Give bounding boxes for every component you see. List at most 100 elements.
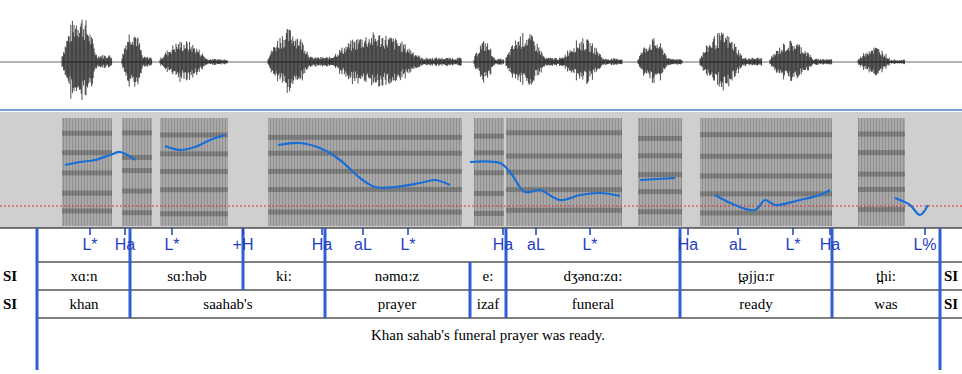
voiced-region (506, 118, 622, 226)
formant-band (268, 135, 462, 140)
formant-band (474, 170, 504, 175)
tone-label: L* (582, 237, 597, 253)
formant-band (638, 209, 682, 214)
gloss-label: izaf (477, 297, 499, 312)
tier-name: SI (944, 297, 958, 312)
spectrogram (0, 112, 962, 228)
tone-tick (171, 228, 173, 235)
tone-label: L* (400, 237, 415, 253)
formant-band (62, 191, 112, 196)
tone-tick (589, 228, 591, 235)
formant-band (506, 130, 622, 135)
voiced-region (160, 118, 228, 226)
voiced-region (858, 118, 905, 226)
formant-band (160, 211, 228, 216)
phonetic-label: xɑ:n (70, 269, 97, 284)
tone-tick (924, 228, 926, 235)
tone-label: aL (729, 237, 747, 253)
formant-band (700, 132, 832, 137)
voiced-region (268, 118, 462, 226)
formant-band (638, 189, 682, 194)
formant-band (506, 208, 622, 213)
formant-band (638, 153, 682, 158)
tone-tick (502, 228, 504, 235)
phonetic-label: t̪hi: (876, 269, 896, 284)
waveform (0, 20, 962, 100)
tone-tick (829, 228, 831, 235)
tone-tick (535, 228, 537, 235)
formant-band (474, 211, 504, 216)
pitch-track (470, 161, 620, 200)
tier-name: SI (3, 269, 17, 284)
formant-band (858, 187, 905, 192)
tone-tick (737, 228, 739, 235)
phonetic-label: dʒənɑ:zɑ: (564, 269, 623, 284)
pitch-track (715, 190, 830, 210)
formant-band (62, 131, 112, 136)
formant-band (160, 151, 228, 156)
waveform-trace (62, 20, 904, 100)
tone-tick (89, 228, 91, 235)
gloss-label: ready (739, 297, 772, 312)
tone-label: aL (527, 237, 545, 253)
formant-band (858, 150, 905, 155)
phonetic-label: ki: (276, 269, 292, 284)
formant-band (700, 191, 832, 196)
formant-band (62, 208, 112, 213)
formant-band (122, 210, 152, 215)
tone-tick (242, 228, 244, 235)
formant-band (62, 150, 112, 155)
tier-name: SI (3, 297, 17, 312)
tone-label: Ha (678, 237, 698, 253)
formant-band (62, 170, 112, 175)
tone-tick (687, 228, 689, 235)
formant-band (638, 136, 682, 141)
formant-band (474, 134, 504, 139)
tier-name: SI (944, 269, 958, 284)
tier-border (37, 262, 962, 263)
tier-border (37, 290, 962, 291)
phonetic-label: sɑ:həb (167, 269, 207, 284)
formant-band (160, 169, 228, 174)
tone-label: Ha (820, 237, 840, 253)
tone-tick (362, 228, 364, 235)
formant-band (700, 154, 832, 159)
interval-boundary (36, 228, 39, 370)
formant-band (122, 130, 152, 135)
formant-band (122, 168, 152, 173)
pitch-track (278, 143, 450, 188)
phonetic-label: t̪əjjɑ:r (738, 269, 774, 284)
formant-band (268, 151, 462, 156)
reference-line (0, 206, 962, 207)
voiced-region (122, 118, 152, 226)
tone-label: L* (82, 237, 97, 253)
phonetic-label: nəmɑ:z (375, 269, 420, 284)
pitch-track (65, 152, 135, 165)
formant-band (638, 172, 682, 177)
formant-band (474, 191, 504, 196)
formant-band (160, 187, 228, 192)
formant-band (268, 210, 462, 215)
tier-border (0, 228, 962, 229)
voiced-region (638, 118, 682, 226)
interval-boundary (939, 228, 942, 370)
annotation-tiers (37, 228, 962, 370)
voiced-region (474, 118, 504, 226)
pitch-track (165, 135, 225, 150)
tier-border (37, 318, 962, 319)
voiced-region (62, 118, 112, 226)
formant-band (506, 170, 622, 175)
formant-band (122, 189, 152, 194)
formant-band (700, 173, 832, 178)
gloss-label: saahab's (203, 297, 252, 312)
tone-tick (124, 228, 126, 235)
translation-label: Khan sahab's funeral prayer was ready. (371, 328, 605, 343)
formant-band (858, 132, 905, 137)
tone-label: L% (913, 237, 936, 253)
formant-band (506, 154, 622, 159)
voiced-region (700, 118, 832, 226)
formant-band (474, 150, 504, 155)
formant-band (858, 207, 905, 212)
tone-tick (321, 228, 323, 235)
